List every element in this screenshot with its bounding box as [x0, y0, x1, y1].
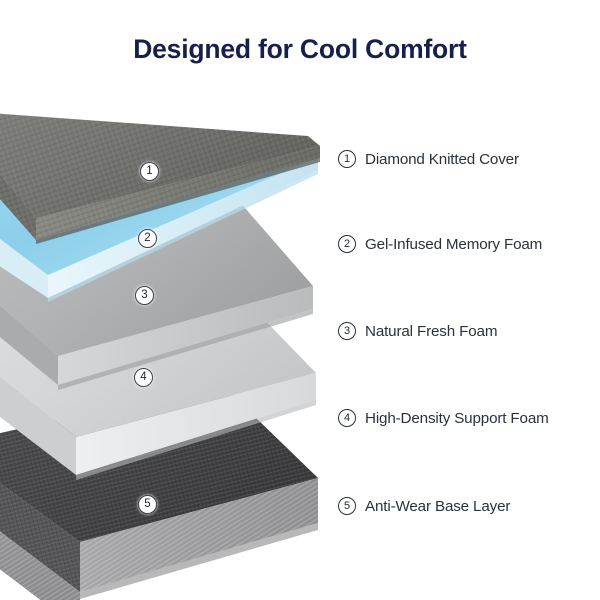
legend-item-5: 5 Anti-Wear Base Layer [338, 497, 510, 515]
mattress-layers-svg [0, 113, 320, 600]
layer-1-diamond-knitted-cover [0, 113, 320, 244]
legend-label-1: Diamond Knitted Cover [365, 150, 519, 168]
diagram-marker-1-number: 1 [146, 164, 153, 177]
legend-badge-2-icon: 2 [338, 235, 356, 253]
legend-label-5: Anti-Wear Base Layer [365, 497, 511, 515]
legend-item-2: 2 Gel-Infused Memory Foam [338, 235, 542, 253]
legend-badge-2-number: 2 [343, 237, 351, 250]
legend-label-2: Gel-Infused Memory Foam [365, 235, 543, 253]
legend-badge-5-number: 5 [343, 499, 351, 512]
legend-badge-3-number: 3 [343, 324, 351, 337]
legend-item-4: 4 High-Density Support Foam [338, 409, 549, 427]
exploded-mattress-layer-diagram: 1 2 3 4 5 [0, 100, 328, 600]
legend-badge-4-icon: 4 [338, 409, 356, 427]
diagram-marker-3: 3 [135, 286, 154, 305]
diagram-marker-4: 4 [134, 368, 153, 387]
page-title: Designed for Cool Comfort [133, 34, 467, 64]
legend-badge-4-number: 4 [343, 411, 351, 424]
legend-label-4: High-Density Support Foam [365, 409, 549, 427]
diagram-marker-5: 5 [138, 495, 157, 514]
diagram-marker-3-number: 3 [141, 288, 148, 301]
legend-badge-5-icon: 5 [338, 497, 356, 515]
legend-label-3: Natural Fresh Foam [365, 322, 498, 340]
legend-item-3: 3 Natural Fresh Foam [338, 322, 497, 340]
diagram-marker-2: 2 [138, 229, 157, 248]
diagram-marker-5-number: 5 [144, 497, 151, 510]
legend-item-1: 1 Diamond Knitted Cover [338, 150, 519, 168]
diagram-marker-1: 1 [140, 162, 159, 181]
legend-badge-3-icon: 3 [338, 322, 356, 340]
legend-badge-1-number: 1 [343, 152, 351, 165]
diagram-marker-4-number: 4 [140, 370, 147, 383]
diagram-marker-2-number: 2 [144, 231, 151, 244]
legend-badge-1-icon: 1 [338, 150, 356, 168]
